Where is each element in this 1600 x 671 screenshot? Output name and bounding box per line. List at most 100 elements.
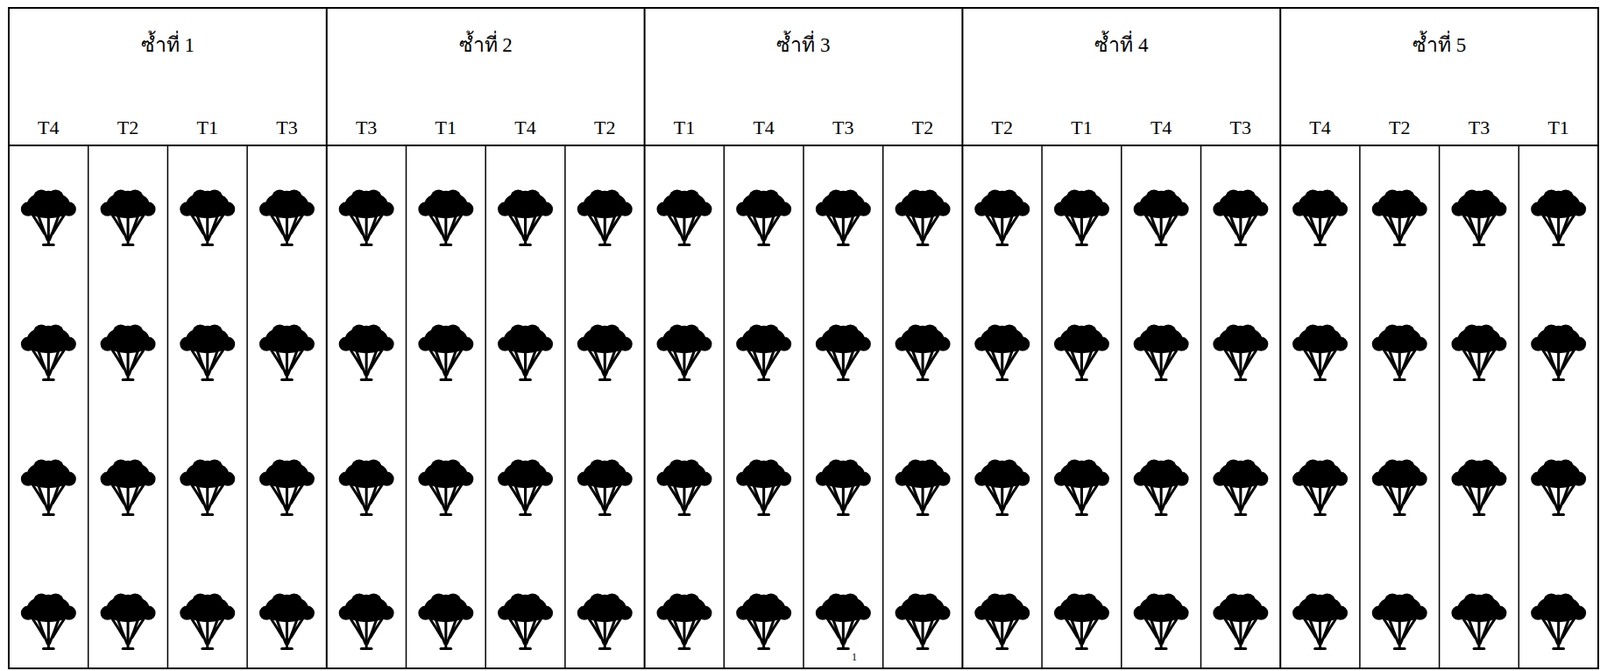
treatment-plot: T4 xyxy=(1121,104,1202,669)
tree-icon xyxy=(179,594,235,650)
page-number: 1 xyxy=(851,651,857,665)
tree-icon xyxy=(339,190,395,246)
treatment-plot: T1 xyxy=(1518,104,1599,669)
tree-icon xyxy=(1133,325,1190,381)
tree-icon xyxy=(497,190,553,246)
replication-block: ซ้ำที่ 3 T1T4T3T2 xyxy=(644,7,963,669)
tree-icon xyxy=(1372,594,1428,650)
tree-icon xyxy=(1372,460,1428,516)
tree-icon xyxy=(974,594,1030,650)
tree-icon xyxy=(417,594,474,650)
treatment-label: T3 xyxy=(1439,116,1520,139)
treatment-plot: T2 xyxy=(565,104,645,669)
tree-icon xyxy=(339,325,395,381)
treatment-plot: T4 xyxy=(485,104,566,669)
block-title: ซ้ำที่ 2 xyxy=(326,34,645,57)
treatment-label: T4 xyxy=(8,116,89,139)
tree-icon xyxy=(21,190,77,246)
treatment-label: T2 xyxy=(1359,116,1440,139)
plot-divider xyxy=(802,145,805,669)
treatment-plot: T1 xyxy=(167,104,248,669)
treatment-plot: T2 xyxy=(883,104,963,669)
tree-icon xyxy=(259,190,315,246)
plot-divider xyxy=(1200,145,1203,669)
tree-icon xyxy=(339,594,395,650)
replication-block: ซ้ำที่ 4 T2T1T4T3 xyxy=(962,7,1281,669)
tree-icon xyxy=(974,460,1030,516)
tree-icon xyxy=(259,460,315,516)
treatment-plot: T4 xyxy=(1280,104,1360,669)
treatment-label: T2 xyxy=(88,116,169,139)
tree-icon xyxy=(100,325,156,381)
plot-divider xyxy=(1040,145,1043,669)
tree-icon xyxy=(1451,460,1507,516)
treatment-label: T3 xyxy=(326,116,407,139)
plot-divider xyxy=(167,145,170,669)
treatment-plot: T3 xyxy=(326,104,407,669)
tree-icon xyxy=(815,594,871,650)
tree-icon xyxy=(1530,594,1586,650)
tree-icon xyxy=(417,460,474,516)
plot-divider xyxy=(882,145,885,669)
treatment-plot: T3 xyxy=(247,104,327,669)
plot-divider xyxy=(723,145,726,669)
tree-icon xyxy=(974,325,1030,381)
treatment-plot: T3 xyxy=(1200,104,1281,669)
tree-icon xyxy=(1530,325,1586,381)
treatment-label: T3 xyxy=(247,116,327,139)
plot-divider xyxy=(564,145,567,669)
field-border xyxy=(8,7,1599,669)
tree-icon xyxy=(1212,190,1268,246)
treatment-label: T1 xyxy=(405,116,486,139)
treatment-plot: T1 xyxy=(644,104,725,669)
tree-icon xyxy=(736,190,792,246)
tree-icon xyxy=(1133,594,1190,650)
treatment-plot: T3 xyxy=(803,104,884,669)
treatment-label: T3 xyxy=(803,116,884,139)
block-divider xyxy=(961,7,963,669)
tree-icon xyxy=(895,460,951,516)
tree-icon xyxy=(179,460,235,516)
tree-icon xyxy=(1292,460,1348,516)
plot-divider xyxy=(1120,145,1123,669)
tree-icon xyxy=(815,460,871,516)
treatment-label: T1 xyxy=(167,116,248,139)
block-divider xyxy=(1279,7,1282,669)
replication-block: ซ้ำที่ 2 T3T1T4T2 xyxy=(326,7,645,669)
tree-icon xyxy=(1054,460,1110,516)
tree-icon xyxy=(1372,190,1428,246)
tree-icon xyxy=(259,594,315,650)
block-title: ซ้ำที่ 4 xyxy=(962,34,1281,57)
tree-icon xyxy=(1133,460,1190,516)
tree-icon xyxy=(21,460,77,516)
treatment-label: T1 xyxy=(644,116,725,139)
block-title: ซ้ำที่ 3 xyxy=(644,34,963,57)
tree-icon xyxy=(339,460,395,516)
tree-icon xyxy=(974,190,1030,246)
tree-icon xyxy=(1451,594,1507,650)
tree-icon xyxy=(100,594,156,650)
tree-icon xyxy=(1530,190,1586,246)
tree-icon xyxy=(1451,325,1507,381)
tree-icon xyxy=(656,325,712,381)
treatment-plot: T2 xyxy=(88,104,169,669)
treatment-label: T2 xyxy=(962,116,1042,139)
tree-icon xyxy=(1530,460,1586,516)
treatment-label: T1 xyxy=(1518,116,1599,139)
treatment-plot: T2 xyxy=(1359,104,1440,669)
tree-icon xyxy=(736,325,792,381)
tree-icon xyxy=(656,594,712,650)
block-title: ซ้ำที่ 1 xyxy=(8,34,327,57)
tree-icon xyxy=(736,460,792,516)
tree-icon xyxy=(895,190,951,246)
replication-block: ซ้ำที่ 1 T4T2T1T3 xyxy=(8,7,327,669)
replication-block: ซ้ำที่ 5T4T2T3T1 xyxy=(1280,7,1599,669)
plot-divider xyxy=(246,145,248,669)
treatment-label: T4 xyxy=(723,116,804,139)
block-divider xyxy=(644,7,646,669)
treatment-plot: T1 xyxy=(1041,104,1122,669)
tree-icon xyxy=(179,325,235,381)
tree-icon xyxy=(656,460,712,516)
treatment-label: T2 xyxy=(565,116,645,139)
